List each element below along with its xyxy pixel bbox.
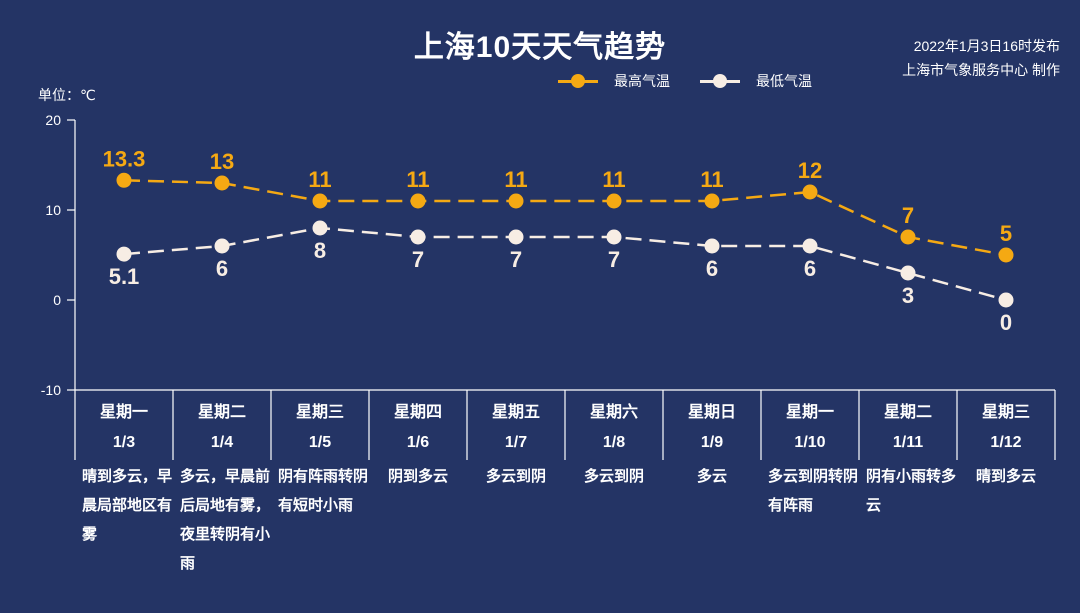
day-header: 星期六 1/8 (565, 392, 663, 460)
high-temp-label: 11 (406, 167, 429, 192)
high-temp-point[interactable] (802, 184, 818, 200)
low-temp-label: 8 (314, 238, 326, 263)
y-tick-label: 0 (53, 292, 61, 308)
date-label: 1/9 (700, 434, 724, 451)
y-tick-label: -10 (41, 382, 61, 398)
low-temp-point[interactable] (508, 229, 524, 245)
high-temp-point[interactable] (704, 193, 720, 209)
low-temp-point[interactable] (606, 229, 622, 245)
weather-description: 多云 (696, 468, 727, 485)
high-temp-point[interactable] (312, 193, 328, 209)
y-tick-label: 10 (45, 202, 61, 218)
weather-description: 多云到阴 (583, 468, 644, 485)
high-temp-line (123, 179, 1007, 257)
weather-description: 晴到多云 (975, 468, 1036, 485)
high-temp-label: 11 (504, 167, 527, 192)
low-temp-label: 6 (216, 256, 228, 281)
high-temp-label: 5 (1000, 221, 1012, 246)
low-temp-point[interactable] (312, 220, 328, 236)
y-tick-label: 20 (45, 112, 61, 128)
high-temp-point[interactable] (508, 193, 524, 209)
weather-description: 晴到多云，早晨局部地区有雾 (82, 468, 173, 543)
high-temp-line-icon (558, 74, 598, 88)
low-temp-label: 6 (706, 256, 718, 281)
date-label: 1/7 (504, 434, 528, 451)
weather-description: 多云，早晨前后局地有雾，夜里转阴有小雨 (180, 468, 271, 572)
high-temp-point[interactable] (410, 193, 426, 209)
high-temp-label: 13 (210, 149, 234, 174)
low-temp-label: 6 (804, 256, 816, 281)
weather-description: 阴有阵雨转阴有短时小雨 (278, 468, 369, 514)
low-temp-point[interactable] (802, 238, 818, 254)
legend-label-low: 最低气温 (756, 73, 812, 89)
day-header: 星期二 1/11 (859, 392, 957, 460)
high-temp-label: 11 (700, 167, 723, 192)
low-temp-line (123, 226, 1007, 302)
high-temp-label: 11 (308, 167, 331, 192)
weekday-label: 星期四 (393, 404, 442, 421)
date-label: 1/4 (210, 434, 234, 451)
low-temp-label: 7 (412, 247, 424, 272)
date-label: 1/11 (892, 434, 924, 451)
high-temp-point[interactable] (998, 247, 1014, 263)
day-header: 星期二 1/4 (173, 392, 271, 460)
day-header: 星期一 1/10 (761, 392, 859, 460)
weekday-label: 星期五 (491, 404, 540, 421)
day-header: 星期五 1/7 (467, 392, 565, 460)
weekday-label: 星期一 (99, 404, 148, 421)
date-label: 1/10 (794, 434, 826, 451)
page-title: 上海10天天气趋势 (413, 31, 667, 64)
weekday-label: 星期一 (785, 404, 834, 421)
low-temp-point[interactable] (704, 238, 720, 254)
day-header: 星期日 1/9 (663, 392, 761, 460)
low-temp-point[interactable] (214, 238, 230, 254)
high-temp-label: 7 (902, 203, 914, 228)
low-temp-label: 5.1 (109, 264, 140, 289)
weather-description: 阴到多云 (387, 468, 448, 485)
high-temp-label: 12 (798, 158, 822, 183)
day-header: 星期三 1/12 (957, 392, 1055, 460)
date-label: 1/8 (602, 434, 626, 451)
day-header: 星期一 1/3 (75, 392, 173, 460)
weekday-label: 星期日 (687, 404, 736, 421)
low-temp-point[interactable] (998, 292, 1014, 308)
high-temp-point[interactable] (900, 229, 916, 245)
day-header: 星期三 1/5 (271, 392, 369, 460)
weekday-label: 星期六 (589, 404, 638, 421)
producer: 上海市气象服务中心 制作 (902, 62, 1060, 78)
legend-item-low[interactable]: 最低气温 (700, 71, 812, 91)
weekday-label: 星期二 (883, 404, 932, 421)
high-temp-point[interactable] (116, 172, 132, 188)
date-label: 1/3 (112, 434, 136, 451)
low-temp-label: 7 (608, 247, 620, 272)
weather-description: 多云到阴 (485, 468, 546, 485)
low-temp-label: 0 (1000, 310, 1012, 335)
weather-description: 阴有小雨转多云 (866, 468, 957, 514)
low-temp-point[interactable] (900, 265, 916, 281)
weekday-label: 星期三 (981, 404, 1030, 421)
low-temp-line-icon (700, 74, 740, 88)
weekday-label: 星期二 (197, 404, 246, 421)
high-temp-point[interactable] (214, 175, 230, 191)
chart-legend: 最高气温 最低气温 (558, 70, 842, 92)
legend-label-high: 最高气温 (614, 73, 670, 89)
high-temp-label: 13.3 (103, 146, 146, 171)
high-temp-point[interactable] (606, 193, 622, 209)
issue-time: 2022年1月3日16时发布 (913, 38, 1060, 54)
weather-description: 多云到阴转阴有阵雨 (768, 468, 859, 514)
date-label: 1/5 (308, 434, 332, 451)
date-label: 1/12 (990, 434, 1022, 451)
low-temp-label: 3 (902, 283, 914, 308)
issue-info: 2022年1月3日16时发布 上海市气象服务中心 制作 (902, 34, 1060, 82)
unit-label: 单位：℃ (38, 87, 96, 103)
day-header: 星期四 1/6 (369, 392, 467, 460)
date-label: 1/6 (406, 434, 430, 451)
weekday-label: 星期三 (295, 404, 344, 421)
legend-item-high[interactable]: 最高气温 (558, 71, 670, 91)
low-temp-point[interactable] (116, 246, 132, 262)
low-temp-point[interactable] (410, 229, 426, 245)
low-temp-label: 7 (510, 247, 522, 272)
high-temp-label: 11 (602, 167, 625, 192)
